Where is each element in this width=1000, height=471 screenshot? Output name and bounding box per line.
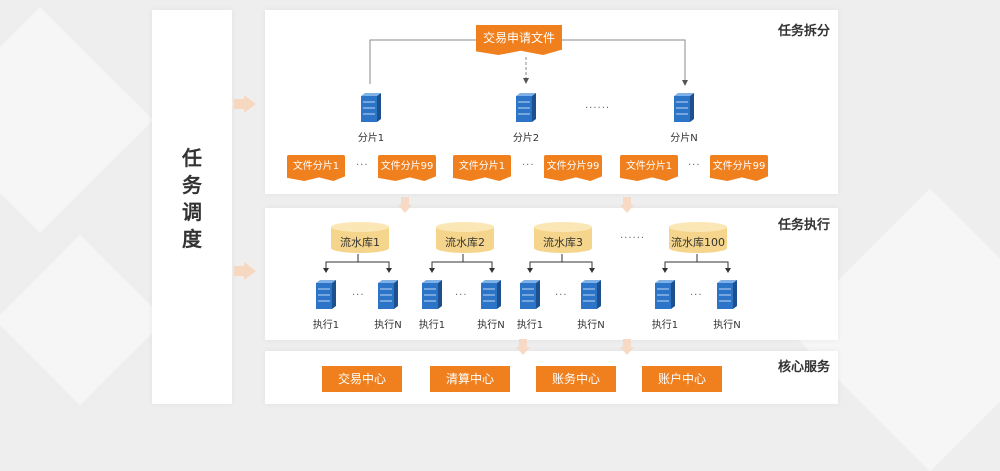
server-icon xyxy=(316,280,336,309)
ellipsis: ··· xyxy=(522,160,535,171)
core-service-trade: 交易中心 xyxy=(322,366,402,392)
task-split-title: 任务拆分 xyxy=(778,24,831,39)
transaction-request-file: 交易申请文件 xyxy=(476,25,562,55)
core-service-title: 核心服务 xyxy=(778,360,831,375)
ellipsis: ··· xyxy=(688,160,701,171)
file-shard-tag: 文件分片99 xyxy=(544,155,602,181)
database-label: 流水库1 xyxy=(340,236,380,249)
file-shard-tag: 文件分片99 xyxy=(378,155,436,181)
arrow-down-icon xyxy=(620,339,634,355)
ellipsis: ...... xyxy=(620,230,646,241)
arrow-down-icon xyxy=(620,197,634,213)
ellipsis: ··· xyxy=(455,290,468,301)
server-icon xyxy=(516,93,536,122)
database-icon: 流水库1 xyxy=(330,222,390,253)
server-icon xyxy=(378,280,398,309)
title-char: 任 xyxy=(182,146,202,170)
server-icon xyxy=(655,280,675,309)
server-icon xyxy=(581,280,601,309)
core-service-clearing: 清算中心 xyxy=(430,366,510,392)
task-exec-title: 任务执行 xyxy=(778,218,831,233)
executor-label: 执行1 xyxy=(312,320,340,331)
file-shard-tag: 文件分片99 xyxy=(710,155,768,181)
ellipsis: ··· xyxy=(356,160,369,171)
arrow-right-icon xyxy=(234,95,256,113)
server-icon xyxy=(422,280,442,309)
executor-label: 执行N xyxy=(374,320,402,331)
arrow-down-icon xyxy=(398,197,412,213)
server-icon xyxy=(674,93,694,122)
title-char: 调 xyxy=(182,200,202,224)
executor-label: 执行1 xyxy=(516,320,544,331)
ellipsis: ...... xyxy=(585,100,611,111)
executor-label: 执行N xyxy=(713,320,741,331)
executor-label: 执行1 xyxy=(651,320,679,331)
shard-label: 分片N xyxy=(670,133,698,144)
task-scheduling-title: 任 务 调 度 xyxy=(152,145,232,253)
ellipsis: ··· xyxy=(555,290,568,301)
core-service-accounting: 账务中心 xyxy=(536,366,616,392)
database-icon: 流水库3 xyxy=(533,222,593,253)
database-icon: 流水库100 xyxy=(668,222,728,253)
executor-label: 执行1 xyxy=(418,320,446,331)
server-icon xyxy=(717,280,737,309)
ellipsis: ··· xyxy=(690,290,703,301)
server-icon xyxy=(520,280,540,309)
arrow-down-icon xyxy=(516,339,530,355)
server-icon xyxy=(361,93,381,122)
database-label: 流水库100 xyxy=(671,236,725,249)
task-scheduling-panel: 任 务 调 度 xyxy=(152,10,232,404)
shard-label: 分片2 xyxy=(512,133,540,144)
server-icon xyxy=(481,280,501,309)
database-icon: 流水库2 xyxy=(435,222,495,253)
database-label: 流水库2 xyxy=(445,236,485,249)
executor-label: 执行N xyxy=(477,320,505,331)
database-label: 流水库3 xyxy=(543,236,583,249)
arrow-right-icon xyxy=(234,262,256,280)
core-service-account: 账户中心 xyxy=(642,366,722,392)
title-char: 务 xyxy=(182,173,202,197)
ellipsis: ··· xyxy=(352,290,365,301)
shard-label: 分片1 xyxy=(357,133,385,144)
file-shard-tag: 文件分片1 xyxy=(287,155,345,181)
file-shard-tag: 文件分片1 xyxy=(620,155,678,181)
title-char: 度 xyxy=(182,227,202,251)
file-shard-tag: 文件分片1 xyxy=(453,155,511,181)
executor-label: 执行N xyxy=(577,320,605,331)
connector-lines xyxy=(323,39,731,273)
